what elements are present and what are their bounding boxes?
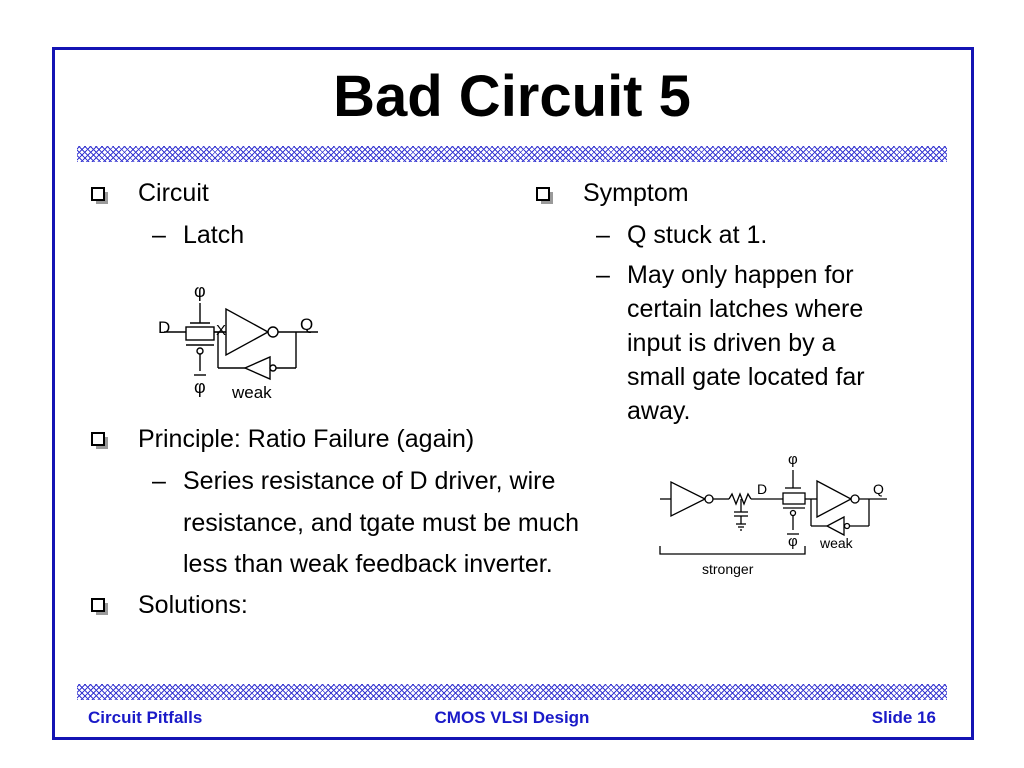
bullet-solutions: Solutions: — [138, 591, 248, 619]
sub-may-line-1: May only happen for — [627, 261, 854, 289]
diagram1-d-label: D — [158, 318, 170, 337]
latch-diagram: φ D X Q φ weak — [158, 281, 318, 402]
diagram1-q-label: Q — [300, 315, 313, 334]
bullet-square-icon — [91, 187, 108, 204]
dash-icon: – — [152, 221, 166, 249]
dash-icon: – — [152, 467, 166, 495]
sub-may-line-5: away. — [627, 397, 691, 425]
diagram1-weak-label: weak — [231, 383, 272, 402]
diagram2-phi-bar-label: φ — [788, 533, 798, 550]
diagram2-q-label: Q — [873, 481, 884, 497]
footer-left: Circuit Pitfalls — [88, 708, 203, 727]
slide-title: Bad Circuit 5 — [333, 64, 691, 129]
diagram2-weak-label: weak — [819, 535, 854, 551]
slide-frame — [52, 47, 974, 740]
bullet-square-icon — [536, 187, 553, 204]
diagram2-d-label: D — [757, 481, 767, 497]
sub-may-line-2: certain latches where — [627, 295, 864, 323]
bullet-circuit: Circuit — [138, 179, 209, 207]
dash-icon: – — [596, 261, 610, 289]
sub-series-line-3: less than weak feedback inverter. — [183, 550, 553, 578]
bullet-square-icon — [91, 598, 108, 615]
sub-series-line-2: resistance, and tgate must be much — [183, 509, 580, 537]
diagram2-phi-label: φ — [788, 451, 798, 468]
diagram2-stronger-label: stronger — [702, 561, 754, 577]
diagram1-phi-bar-label: φ — [194, 377, 206, 397]
title-divider — [77, 146, 947, 162]
driver-latch-diagram: φ D Q φ weak stronger — [659, 451, 887, 577]
diagram1-phi-label: φ — [194, 281, 206, 301]
sub-may-line-4: small gate located far — [627, 363, 865, 391]
footer-slide-number: Slide 16 — [871, 708, 936, 727]
diagram1-x-label: X — [216, 322, 226, 339]
sub-series-line-1: Series resistance of D driver, wire — [183, 467, 556, 495]
sub-q-stuck: Q stuck at 1. — [627, 221, 768, 249]
sub-latch: Latch — [183, 221, 245, 249]
bullet-square-icon — [91, 432, 108, 449]
dash-icon: – — [596, 221, 610, 249]
sub-may-line-3: input is driven by a — [627, 329, 836, 357]
bullet-symptom: Symptom — [583, 179, 689, 207]
footer-divider — [77, 684, 947, 700]
bullet-principle: Principle: Ratio Failure (again) — [138, 425, 475, 453]
footer-center: CMOS VLSI Design — [434, 708, 590, 727]
